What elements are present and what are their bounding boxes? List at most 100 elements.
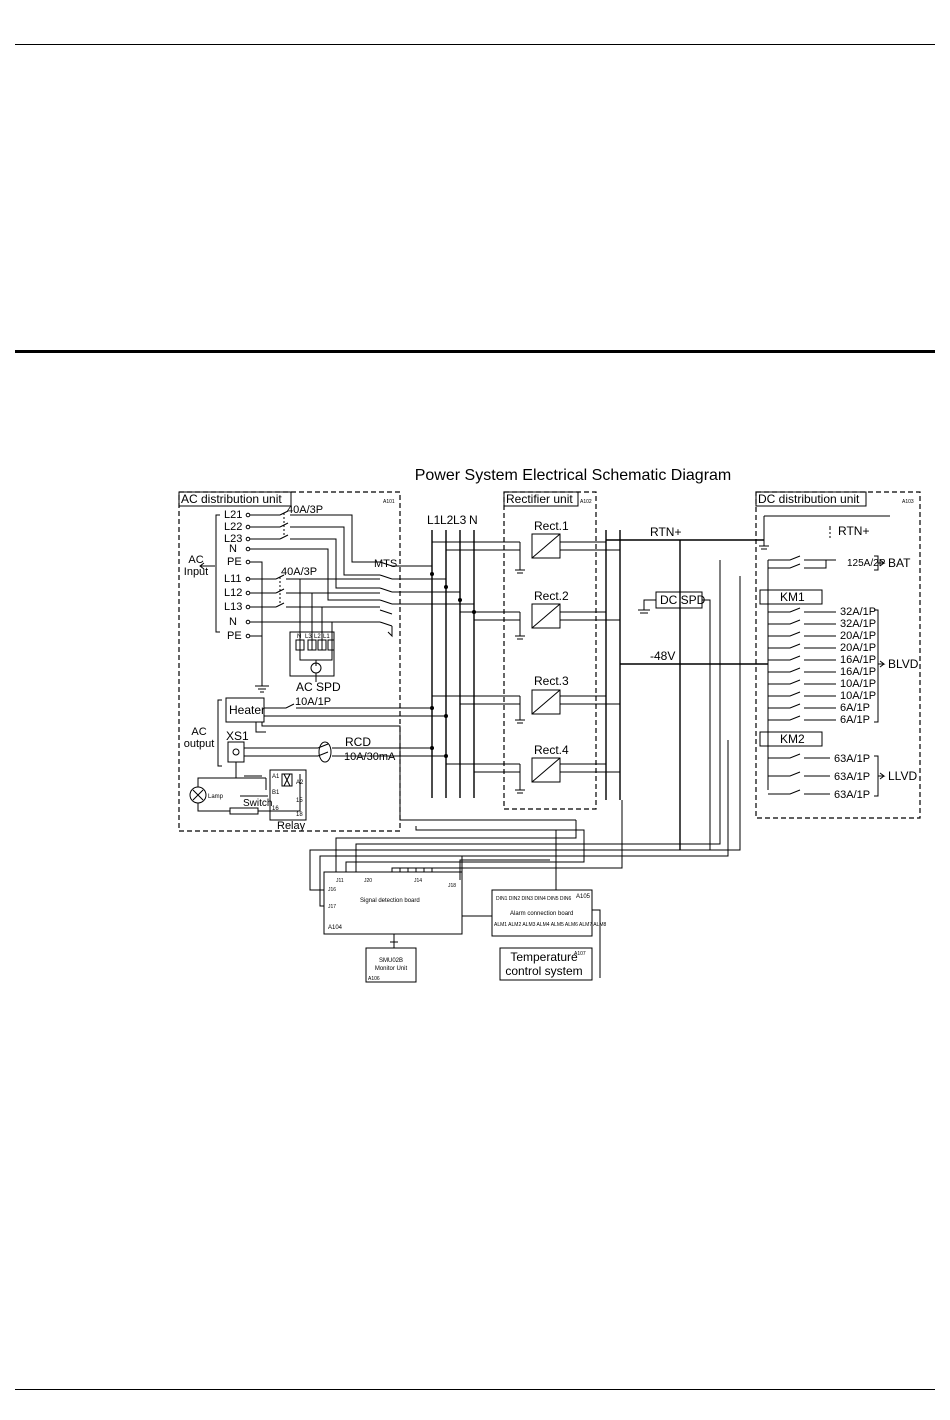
bat-bracket <box>874 555 886 571</box>
blvd-breaker-3: 20A/1P <box>840 630 876 642</box>
xs1-label: XS1 <box>226 729 249 743</box>
bus-label-l2: L2 <box>440 513 454 527</box>
relay-pin-15: 15 <box>296 798 303 804</box>
heater-breaker-label: 10A/1P <box>295 696 331 708</box>
signal-wiring <box>309 560 741 907</box>
blvd-breaker-10: 6A/1P <box>840 714 870 726</box>
input-lines-group-1: L21 L22 L23 N PE <box>224 509 242 568</box>
ac-unit-label: AC distribution unit <box>181 492 282 506</box>
ac-output-label-1: AC <box>191 726 206 738</box>
alarm-board-label: Alarm connection board <box>510 911 573 917</box>
blvd-breaker-labels: 32A/1P 32A/1P 20A/1P 20A/1P 16A/1P 16A/1… <box>840 606 876 726</box>
ac-output-label-2: output <box>184 738 215 750</box>
blvd-label: BLVD <box>888 657 919 671</box>
line-label-pe1: PE <box>227 556 242 568</box>
llvd-breaker-labels: 63A/1P 63A/1P 63A/1P <box>834 753 870 801</box>
signal-board-ports: J11 J16 J17 J20 J18 J14 <box>328 878 456 910</box>
spd-term-l2: L2 <box>314 634 321 640</box>
relay-pins: A1 A2 B1 15 16 18 <box>272 774 304 818</box>
line-label-l11: L11 <box>224 573 242 585</box>
ac-input-wiring <box>245 510 474 693</box>
monitor-label-2: Monitor Unit <box>375 966 408 972</box>
spd-term-l3: L3 <box>305 634 312 640</box>
input-lines-group-2: L11 L12 L13 N PE <box>224 573 242 642</box>
line-label-l22: L22 <box>224 521 242 533</box>
alarm-board <box>462 889 601 978</box>
spd-term-l1: L1 <box>323 634 330 640</box>
port-j18: J18 <box>448 883 456 889</box>
bus-label-l1: L1 <box>427 513 441 527</box>
blvd-breaker-2: 32A/1P <box>840 618 876 630</box>
bus-label-n: N <box>469 513 478 527</box>
heater-label: Heater <box>229 703 265 717</box>
relay-pin-a2: A2 <box>296 780 304 786</box>
rtn-bus-label: RTN+ <box>650 525 681 539</box>
blvd-branches <box>768 607 886 723</box>
blvd-breaker-6: 16A/1P <box>840 666 876 678</box>
llvd-breaker-2: 63A/1P <box>834 771 870 783</box>
llvd-breaker-3: 63A/1P <box>834 789 870 801</box>
breaker-label-1: 40A/3P <box>287 504 323 516</box>
dc-bus <box>605 530 768 850</box>
ac-input-label-1: AC <box>188 554 203 566</box>
lamp-label: Lamp <box>208 794 224 800</box>
ac-unit-id: A101 <box>383 499 395 505</box>
diagram-title: Power System Electrical Schematic Diagra… <box>415 467 732 484</box>
mts-label: MTS <box>374 558 397 570</box>
temperature-box <box>499 947 593 981</box>
line-label-pe2: PE <box>227 630 242 642</box>
rect-4-label: Rect.4 <box>534 743 569 757</box>
switch-label: Switch <box>243 798 272 809</box>
ac-bus-lines <box>431 530 475 798</box>
km1-label: KM1 <box>780 590 805 604</box>
ac-bus-junctions <box>430 572 476 758</box>
ac-bus-labels: L1 L2 L3 N <box>427 513 478 527</box>
line-label-l23: L23 <box>224 533 242 545</box>
rectifier-modules <box>515 533 620 794</box>
rectifier-unit-label: Rectifier unit <box>506 492 573 506</box>
blvd-breaker-9: 6A/1P <box>840 702 870 714</box>
line-label-n2: N <box>229 616 237 628</box>
llvd-breaker-1: 63A/1P <box>834 753 870 765</box>
rect-ac-feeds <box>432 541 520 773</box>
port-j17: J17 <box>328 904 336 910</box>
rcd-rating-label: 10A/30mA <box>344 751 396 763</box>
relay-pin-a1: A1 <box>272 774 280 780</box>
ac-distribution-unit <box>178 491 401 832</box>
ac-output-wiring <box>189 703 576 821</box>
dc-unit-label: DC distribution unit <box>758 492 860 506</box>
alarm-din-row: DIN1 DIN2 DIN3 DIN4 DIN5 DIN6 <box>496 896 572 902</box>
alarm-board-id: A105 <box>576 894 591 900</box>
dc-unit-id: A103 <box>902 499 914 505</box>
port-j20: J20 <box>364 878 372 884</box>
ac-output-bracket <box>217 699 222 767</box>
ac-input-label-2: Input <box>184 566 208 578</box>
port-j11: J11 <box>336 878 344 884</box>
temp-label-2: control system <box>505 964 582 978</box>
ac-input-arrow <box>199 562 215 570</box>
relay-pin-18: 18 <box>296 812 303 818</box>
temp-label-1: Temperature <box>510 950 578 964</box>
port-j16: J16 <box>328 887 336 893</box>
neg48-bus-label: -48V <box>650 649 675 663</box>
km2-label: KM2 <box>780 732 805 746</box>
dc-unit-wiring <box>759 515 890 790</box>
rect-2-label: Rect.2 <box>534 589 569 603</box>
temp-id: A107 <box>574 951 586 957</box>
heater-box <box>225 697 265 723</box>
blvd-breaker-8: 10A/1P <box>840 690 876 702</box>
breaker-label-2: 40A/3P <box>281 566 317 578</box>
llvd-label: LLVD <box>888 769 917 783</box>
rectifier-unit-id: A102 <box>580 499 592 505</box>
dc-spd-box <box>638 591 711 850</box>
spd-terminal-labels: N L3 L2 L1 <box>297 634 330 640</box>
monitor-unit-box <box>365 947 417 983</box>
bottom-rule <box>15 1389 935 1390</box>
port-j14: J14 <box>414 878 422 884</box>
blvd-breaker-5: 16A/1P <box>840 654 876 666</box>
llvd-branches <box>768 753 886 797</box>
signal-board-id: A104 <box>328 925 343 931</box>
line-label-l12: L12 <box>224 587 242 599</box>
relay-pin-b1: B1 <box>272 790 280 796</box>
